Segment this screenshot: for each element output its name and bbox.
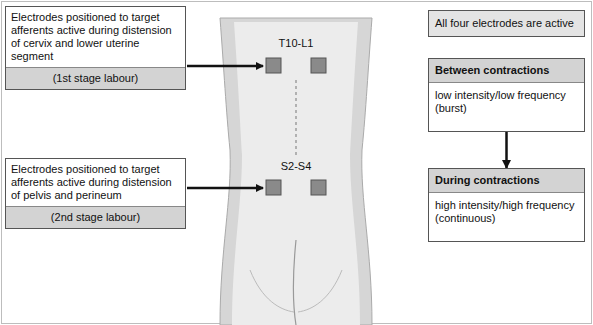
torso-highlight [232, 22, 360, 325]
box-text: All four electrodes are active [429, 11, 584, 36]
box-text: Electrodes positioned to target afferent… [6, 159, 185, 206]
box-subtext: (1st stage labour) [6, 67, 185, 89]
buttock-curves [250, 270, 342, 312]
electrode [266, 180, 281, 195]
box-subtext: high intensity/high frequency (continuou… [429, 192, 584, 241]
box-text: Between contractions [429, 59, 584, 82]
box-subtext: low intensity/low frequency (burst) [429, 82, 584, 131]
note-box: All four electrodes are active [428, 10, 585, 37]
callout-box: Electrodes positioned to target afferent… [5, 158, 186, 229]
vertebra-label: S2-S4 [281, 160, 312, 172]
electrode [311, 58, 326, 73]
state-box: Between contractionslow intensity/low fr… [428, 58, 585, 132]
box-text: During contractions [429, 169, 584, 192]
leader-arrow [187, 65, 263, 68]
state-box: During contractionshigh intensity/high f… [428, 168, 585, 242]
electrode [311, 180, 326, 195]
flow-arrow [505, 132, 508, 168]
leader-arrow [187, 187, 263, 190]
box-text: Electrodes positioned to target afferent… [6, 7, 185, 67]
torso-outline [220, 18, 372, 325]
callout-box: Electrodes positioned to target afferent… [5, 6, 186, 90]
vertebra-label: T10-L1 [279, 37, 314, 49]
spine-line [296, 80, 297, 156]
box-subtext: (2nd stage labour) [6, 206, 185, 228]
electrode [266, 58, 281, 73]
